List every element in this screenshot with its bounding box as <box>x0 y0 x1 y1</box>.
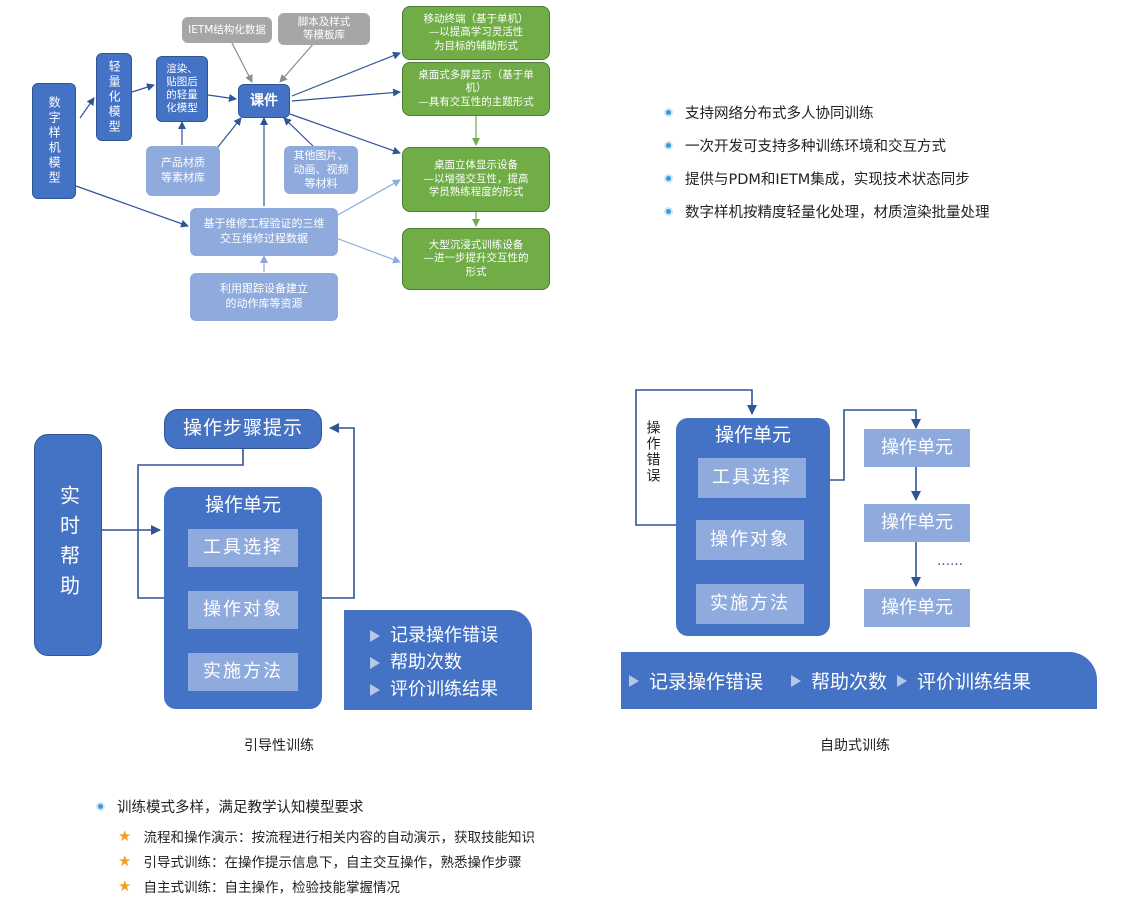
feature-text: 一次开发可支持多种训练环境和交互方式 <box>685 139 946 155</box>
self-record-item: 评价训练结果 <box>897 667 1031 694</box>
realtime-help-node: 实时帮助 <box>34 434 102 656</box>
chain-unit-2: 操作单元 <box>864 504 970 542</box>
triangle-bullet-icon <box>370 683 380 696</box>
feature-text: 数字样机按精度轻量化处理，材质渲染批量处理 <box>685 205 990 221</box>
feature-text: 提供与PDM和IETM集成，实现技术状态同步 <box>685 172 970 188</box>
self-caption: 自助式训练 <box>820 738 890 754</box>
self-method: 实施方法 <box>696 584 804 624</box>
triangle-bullet-icon <box>370 656 380 669</box>
training-mode-main: 训练模式多样，满足教学认知模型要求 <box>98 796 364 817</box>
bullet-dot-icon <box>666 143 671 148</box>
guided-tool-select: 工具选择 <box>188 529 298 567</box>
self-record-item: 记录操作错误 <box>629 667 763 694</box>
digital-model-node: 数字样机模型 <box>32 83 76 199</box>
desktop-multiscreen-node: 桌面式多屏显示（基于单 机） —具有交互性的主题形式 <box>402 62 550 116</box>
mode-text: 流程和操作演示：按流程进行相关内容的自动演示，获取技能知识 <box>143 830 535 846</box>
feature-text: 支持网络分布式多人协同训练 <box>685 106 874 122</box>
self-unit-title: 操作单元 <box>714 424 791 447</box>
bullet-dot-icon <box>666 110 671 115</box>
guided-record-item: 评价训练结果 <box>370 676 532 703</box>
step-hint-node: 操作步骤提示 <box>164 409 322 449</box>
triangle-bullet-icon <box>629 674 639 687</box>
guided-unit-title: 操作单元 <box>204 494 281 517</box>
self-operation-object: 操作对象 <box>696 520 804 560</box>
script-template-node: 脚本及样式 等模板库 <box>278 13 370 45</box>
chain-unit-1: 操作单元 <box>864 429 970 467</box>
record-text: 记录操作错误 <box>649 671 764 693</box>
bullet-dot-icon <box>98 804 103 809</box>
guided-operation-unit: 操作单元 工具选择 操作对象 实施方法 <box>164 487 322 709</box>
mode-text: 自主式训练：自主操作，检验技能掌握情况 <box>143 880 400 896</box>
guided-record-item: 记录操作错误 <box>370 622 532 649</box>
triangle-bullet-icon <box>897 674 908 687</box>
self-operation-unit: 操作单元 工具选择 操作对象 实施方法 <box>676 418 830 636</box>
training-mode-item: ★ 自主式训练：自主操作，检验技能掌握情况 <box>118 876 400 896</box>
courseware-node: 课件 <box>238 84 290 118</box>
record-text: 评价训练结果 <box>917 671 1032 693</box>
desktop-stereo-node: 桌面立体显示设备 —以增强交互性，提高 学员熟练程度的形式 <box>402 147 550 212</box>
record-text: 记录操作错误 <box>390 625 498 646</box>
rendered-model-node: 渲染、 贴图后 的轻量 化模型 <box>156 56 208 122</box>
self-tool-select: 工具选择 <box>698 458 806 498</box>
guided-record-item: 帮助次数 <box>370 649 532 676</box>
guided-method: 实施方法 <box>188 653 298 691</box>
feature-item: 提供与PDM和IETM集成，实现技术状态同步 <box>666 168 970 189</box>
self-record-item: 帮助次数 <box>791 667 887 694</box>
record-text: 帮助次数 <box>811 671 888 693</box>
star-icon: ★ <box>118 827 132 845</box>
training-mode-item: ★ 流程和操作演示：按流程进行相关内容的自动演示，获取技能知识 <box>118 826 535 846</box>
feature-item: 数字样机按精度轻量化处理，材质渲染批量处理 <box>666 201 990 222</box>
triangle-bullet-icon <box>370 629 380 642</box>
other-media-node: 其他图片、 动画、视频 等材料 <box>284 146 358 194</box>
guided-operation-object: 操作对象 <box>188 591 298 629</box>
mode-text: 引导式训练：在操作提示信息下，自主交互操作，熟悉操作步骤 <box>143 855 522 871</box>
ietm-data-node: IETM结构化数据 <box>182 17 272 43</box>
record-text: 帮助次数 <box>390 652 462 673</box>
training-mode-item: ★ 引导式训练：在操作提示信息下，自主交互操作，熟悉操作步骤 <box>118 851 521 871</box>
bullet-dot-icon <box>666 176 671 181</box>
material-library-node: 产品材质 等素材库 <box>146 146 220 196</box>
mode-main-text: 训练模式多样，满足教学认知模型要求 <box>117 800 364 816</box>
guided-record-panel: 记录操作错误 帮助次数 评价训练结果 <box>344 610 532 710</box>
self-operation-error-label: 操作错误 <box>644 420 661 484</box>
star-icon: ★ <box>118 877 132 895</box>
bullet-dot-icon <box>666 209 671 214</box>
chain-ellipsis: …… <box>937 554 963 570</box>
tracking-resource-node: 利用跟踪设备建立 的动作库等资源 <box>190 273 338 321</box>
maintenance-data-node: 基于维修工程验证的三维 交互维修过程数据 <box>190 208 338 256</box>
lightweight-model-node: 轻量化模型 <box>96 53 132 141</box>
triangle-bullet-icon <box>791 674 802 687</box>
guided-caption: 引导性训练 <box>244 738 314 754</box>
self-record-bar: 记录操作错误 帮助次数 评价训练结果 <box>621 652 1097 709</box>
feature-item: 支持网络分布式多人协同训练 <box>666 102 874 123</box>
feature-item: 一次开发可支持多种训练环境和交互方式 <box>666 135 946 156</box>
record-text: 评价训练结果 <box>390 679 498 700</box>
chain-unit-3: 操作单元 <box>864 589 970 627</box>
star-icon: ★ <box>118 852 132 870</box>
immersive-device-node: 大型沉浸式训练设备 —进一步提升交互性的 形式 <box>402 228 550 290</box>
mobile-terminal-node: 移动终端（基于单机） —以提高学习灵活性 为目标的辅助形式 <box>402 6 550 60</box>
